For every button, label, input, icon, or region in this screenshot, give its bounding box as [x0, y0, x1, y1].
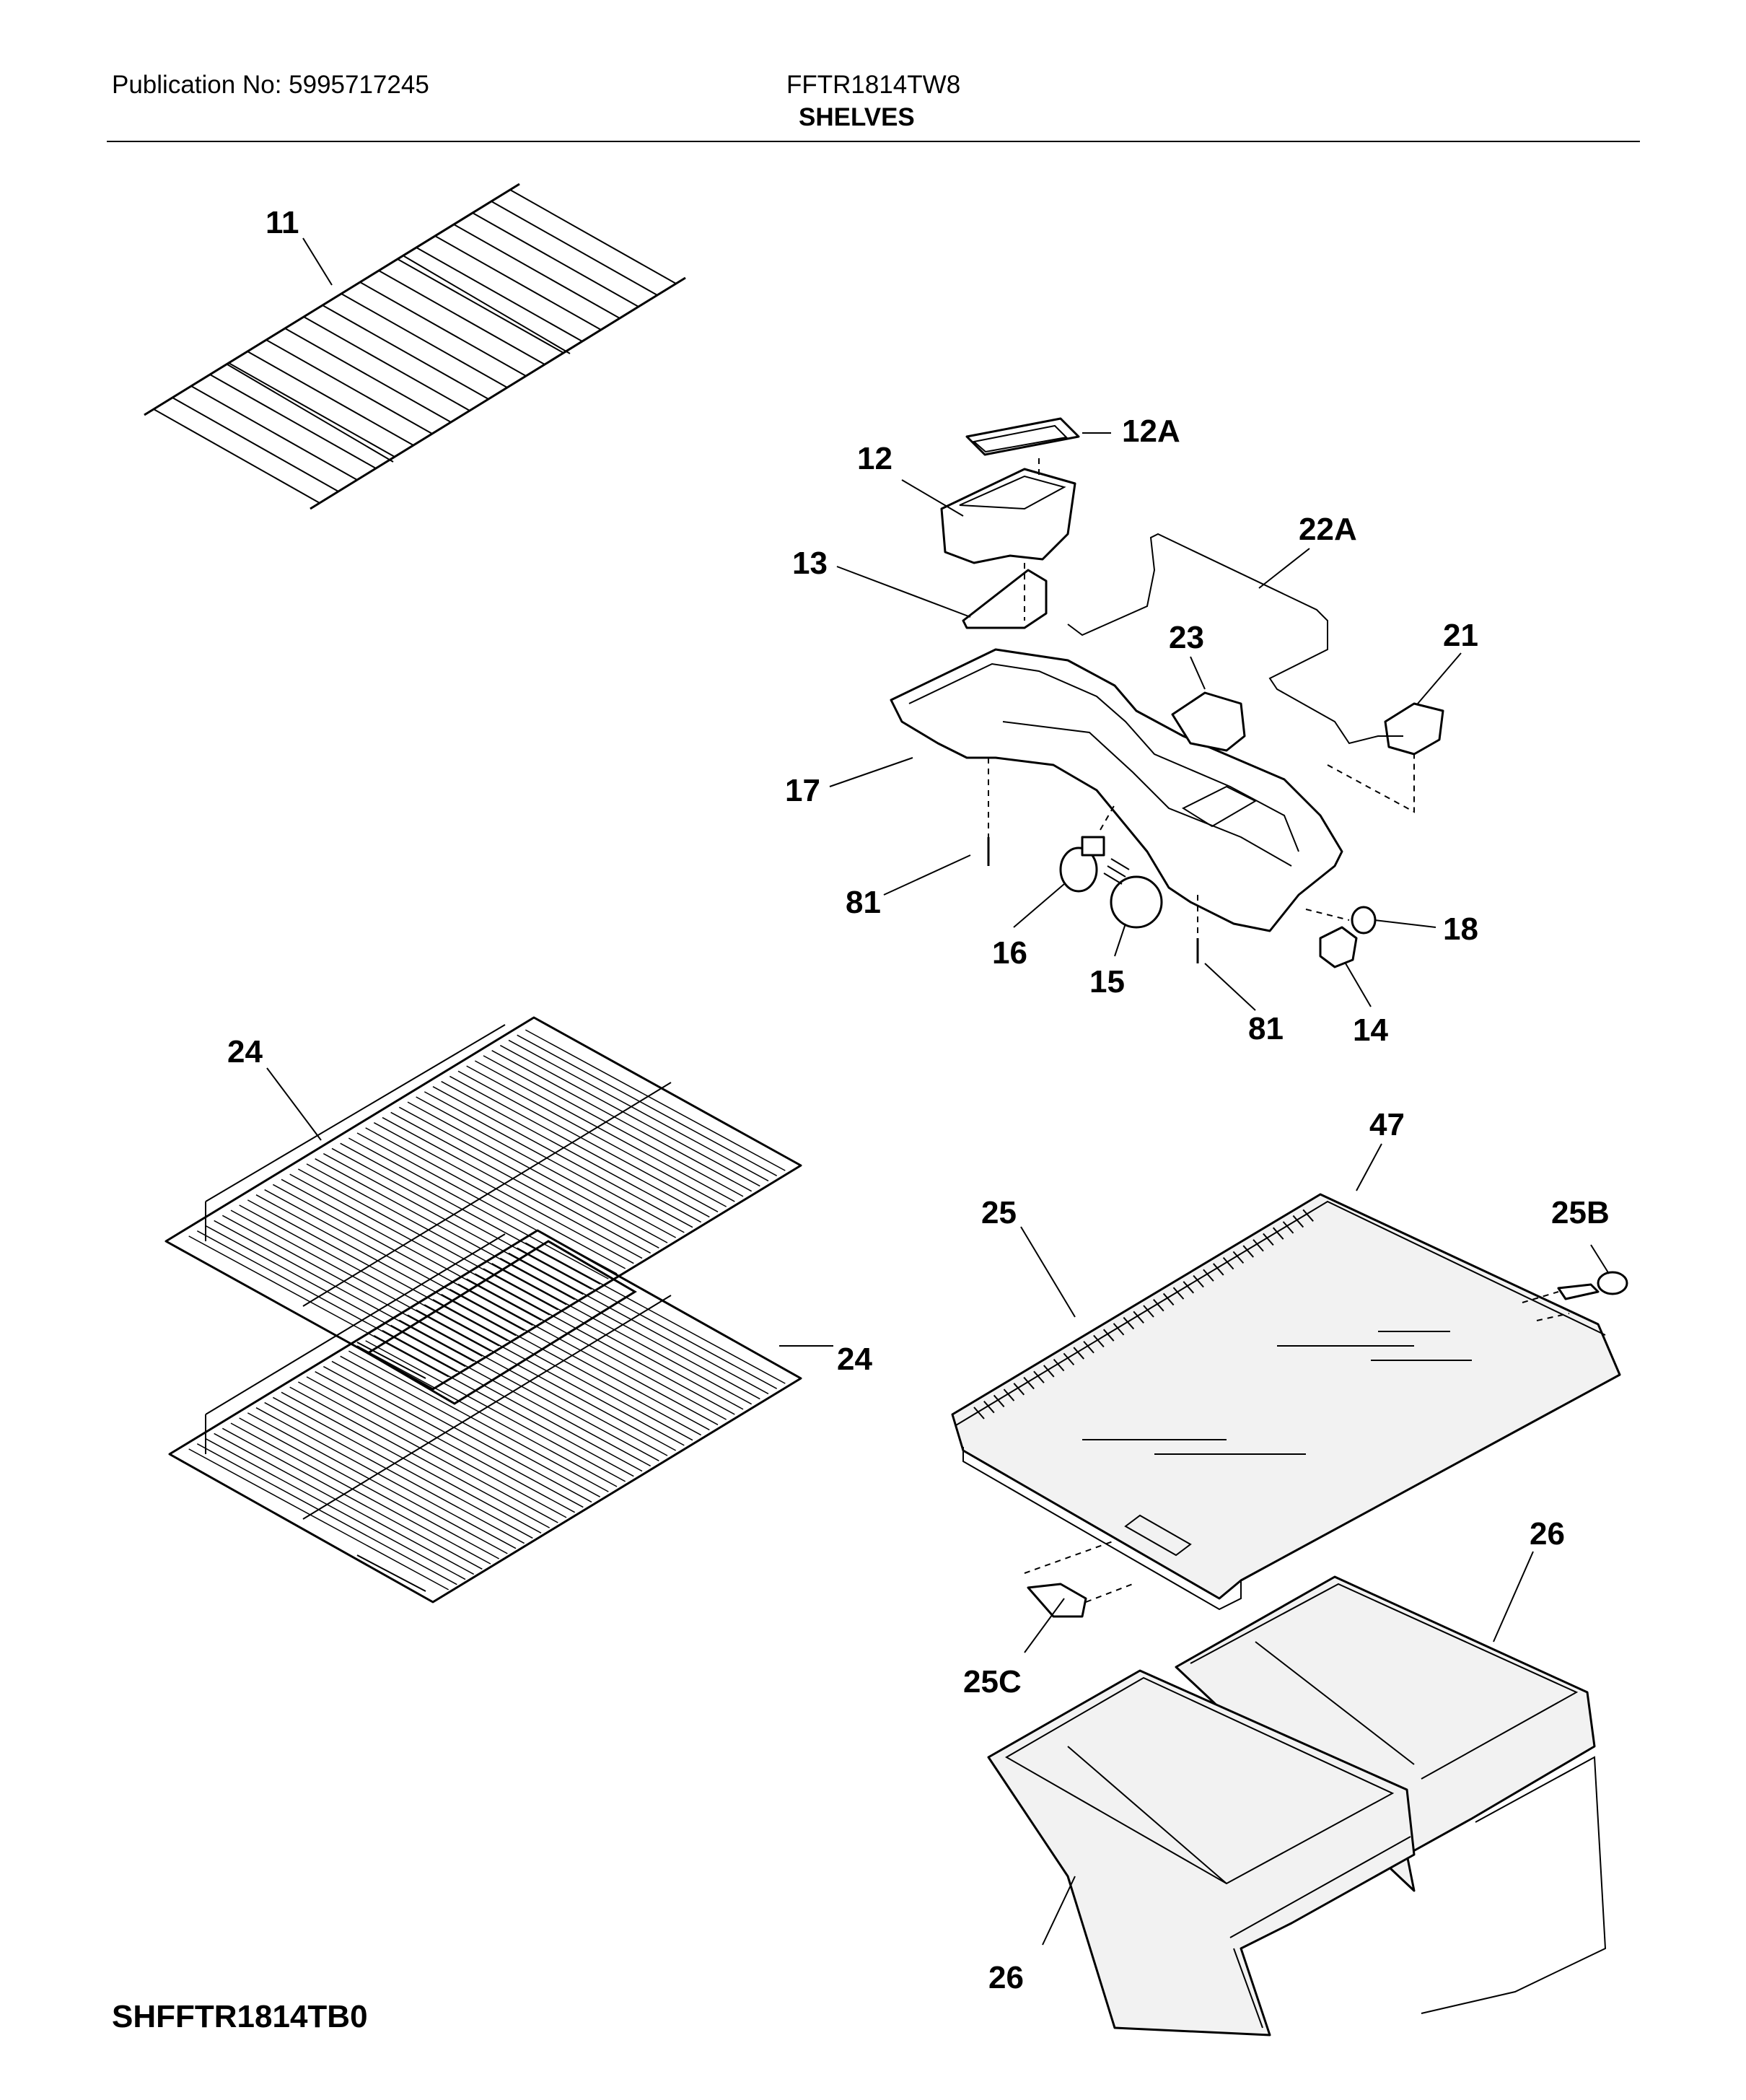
part-label-13: 13 — [792, 546, 828, 581]
diagram-code: SHFFTR1814TB0 — [112, 1999, 368, 2034]
switch-14 — [1319, 926, 1358, 968]
part-label-17: 17 — [785, 773, 820, 808]
section-title: SHELVES — [799, 103, 915, 131]
part-label-24-bottom: 24 — [837, 1342, 872, 1377]
knob-18 — [1351, 906, 1377, 935]
part-label-81-left: 81 — [846, 885, 881, 920]
socket-16 — [1059, 846, 1098, 893]
wire-shelf-11 — [144, 183, 686, 510]
leader-lines — [266, 237, 1610, 1946]
switch-21 — [1384, 702, 1444, 756]
part-label-22a: 22A — [1299, 512, 1357, 547]
model-number: FFTR1814TW8 — [786, 71, 961, 99]
bracket-13 — [962, 569, 1048, 629]
light-housing-assembly — [890, 417, 1444, 968]
housing-17 — [890, 648, 1343, 932]
part-label-47: 47 — [1369, 1107, 1405, 1142]
filter-housing-12 — [940, 468, 1076, 564]
part-label-16: 16 — [992, 935, 1027, 971]
wire-shelf-24 — [164, 1016, 802, 1604]
header-rule — [107, 141, 1640, 142]
part-label-12a: 12A — [1122, 414, 1180, 449]
part-label-14: 14 — [1353, 1012, 1388, 1048]
part-label-15: 15 — [1089, 964, 1125, 999]
bulb-15 — [1110, 875, 1163, 929]
part-label-25c: 25C — [963, 1664, 1022, 1699]
crisper-drawer-26 — [987, 1575, 1607, 2036]
clip-25b — [1557, 1283, 1600, 1300]
crisper-cover-25 — [951, 1193, 1628, 1618]
part-label-26-bottom: 26 — [988, 1960, 1024, 1995]
part-label-23: 23 — [1169, 620, 1204, 655]
wire-harness-22a — [1067, 533, 1403, 745]
publication-number: Publication No: 5995717245 — [112, 71, 429, 99]
clip-25c — [1027, 1583, 1087, 1618]
part-label-24-top: 24 — [227, 1034, 263, 1069]
filter-12a — [965, 417, 1080, 456]
relay-23 — [1171, 691, 1246, 752]
part-label-81-right: 81 — [1248, 1011, 1284, 1046]
part-label-11: 11 — [266, 205, 299, 240]
part-labels: 11 12A 12 22A 13 23 21 17 81 18 16 15 81… — [227, 205, 1610, 1995]
part-label-26-top: 26 — [1530, 1516, 1565, 1552]
part-label-21: 21 — [1443, 618, 1478, 653]
part-label-12: 12 — [857, 441, 892, 476]
part-label-18: 18 — [1443, 911, 1478, 947]
part-label-25b: 25B — [1551, 1195, 1610, 1230]
part-label-25: 25 — [981, 1195, 1017, 1230]
